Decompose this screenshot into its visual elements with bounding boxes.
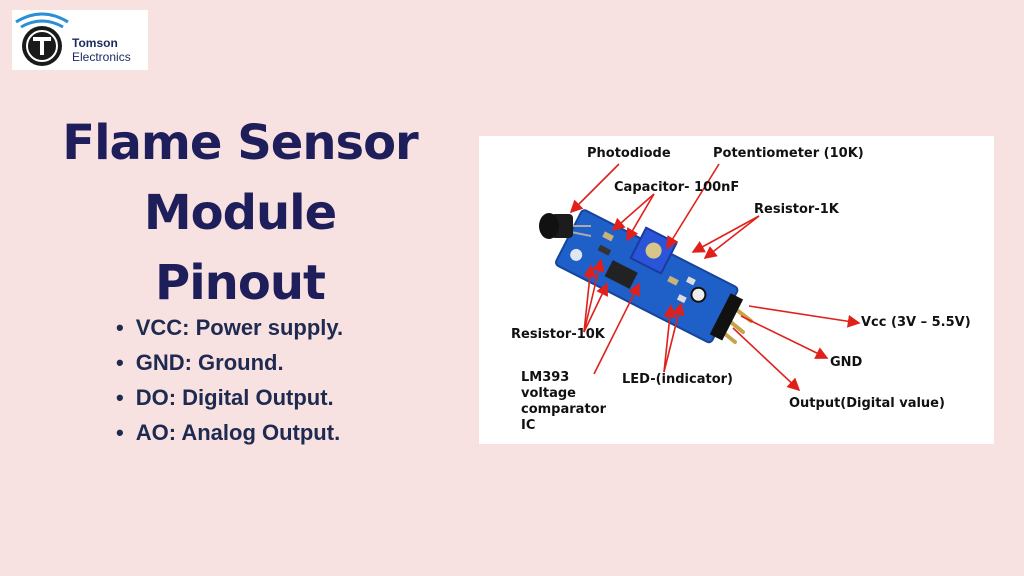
logo-name-line2: Electronics	[72, 50, 131, 64]
label-vcc: Vcc (3V – 5.5V)	[861, 315, 971, 330]
logo-name-line1: Tomson	[72, 36, 118, 50]
label-led: LED-(indicator)	[622, 372, 733, 387]
pin-list: VCC: Power supply. GND: Ground. DO: Digi…	[116, 310, 343, 450]
label-potentiometer: Potentiometer (10K)	[713, 146, 864, 161]
label-resistor-1k: Resistor-1K	[754, 202, 839, 217]
label-lm393-line2: voltage	[521, 386, 576, 401]
label-capacitor: Capacitor- 100nF	[614, 180, 740, 195]
title-line-2: Module Pinout	[143, 185, 337, 311]
callout-arrows	[569, 163, 861, 392]
company-logo: Tomson Electronics	[12, 10, 148, 70]
label-lm393-line4: IC	[521, 418, 536, 433]
sensor-module-illustration	[539, 163, 861, 392]
label-resistor-10k: Resistor-10K	[511, 327, 605, 342]
label-output: Output(Digital value)	[789, 396, 945, 411]
pinout-diagram: Photodiode Potentiometer (10K) Capacitor…	[479, 136, 994, 444]
pin-item-vcc: VCC: Power supply.	[116, 310, 343, 345]
label-lm393-line3: comparator	[521, 402, 607, 417]
tomson-logo-icon	[15, 12, 69, 66]
label-lm393-ic: LM393 voltage comparator IC	[521, 370, 606, 434]
photodiode-shape	[539, 213, 592, 239]
title-line-1: Flame Sensor	[62, 115, 418, 171]
label-photodiode: Photodiode	[587, 146, 671, 161]
page-title: Flame Sensor Module Pinout	[60, 108, 420, 318]
pin-item-gnd: GND: Ground.	[116, 345, 343, 380]
pin-item-do: DO: Digital Output.	[116, 380, 343, 415]
label-gnd: GND	[830, 355, 863, 370]
label-lm393-line1: LM393	[521, 370, 570, 385]
pcb-board	[555, 209, 744, 344]
pin-item-ao: AO: Analog Output.	[116, 415, 343, 450]
